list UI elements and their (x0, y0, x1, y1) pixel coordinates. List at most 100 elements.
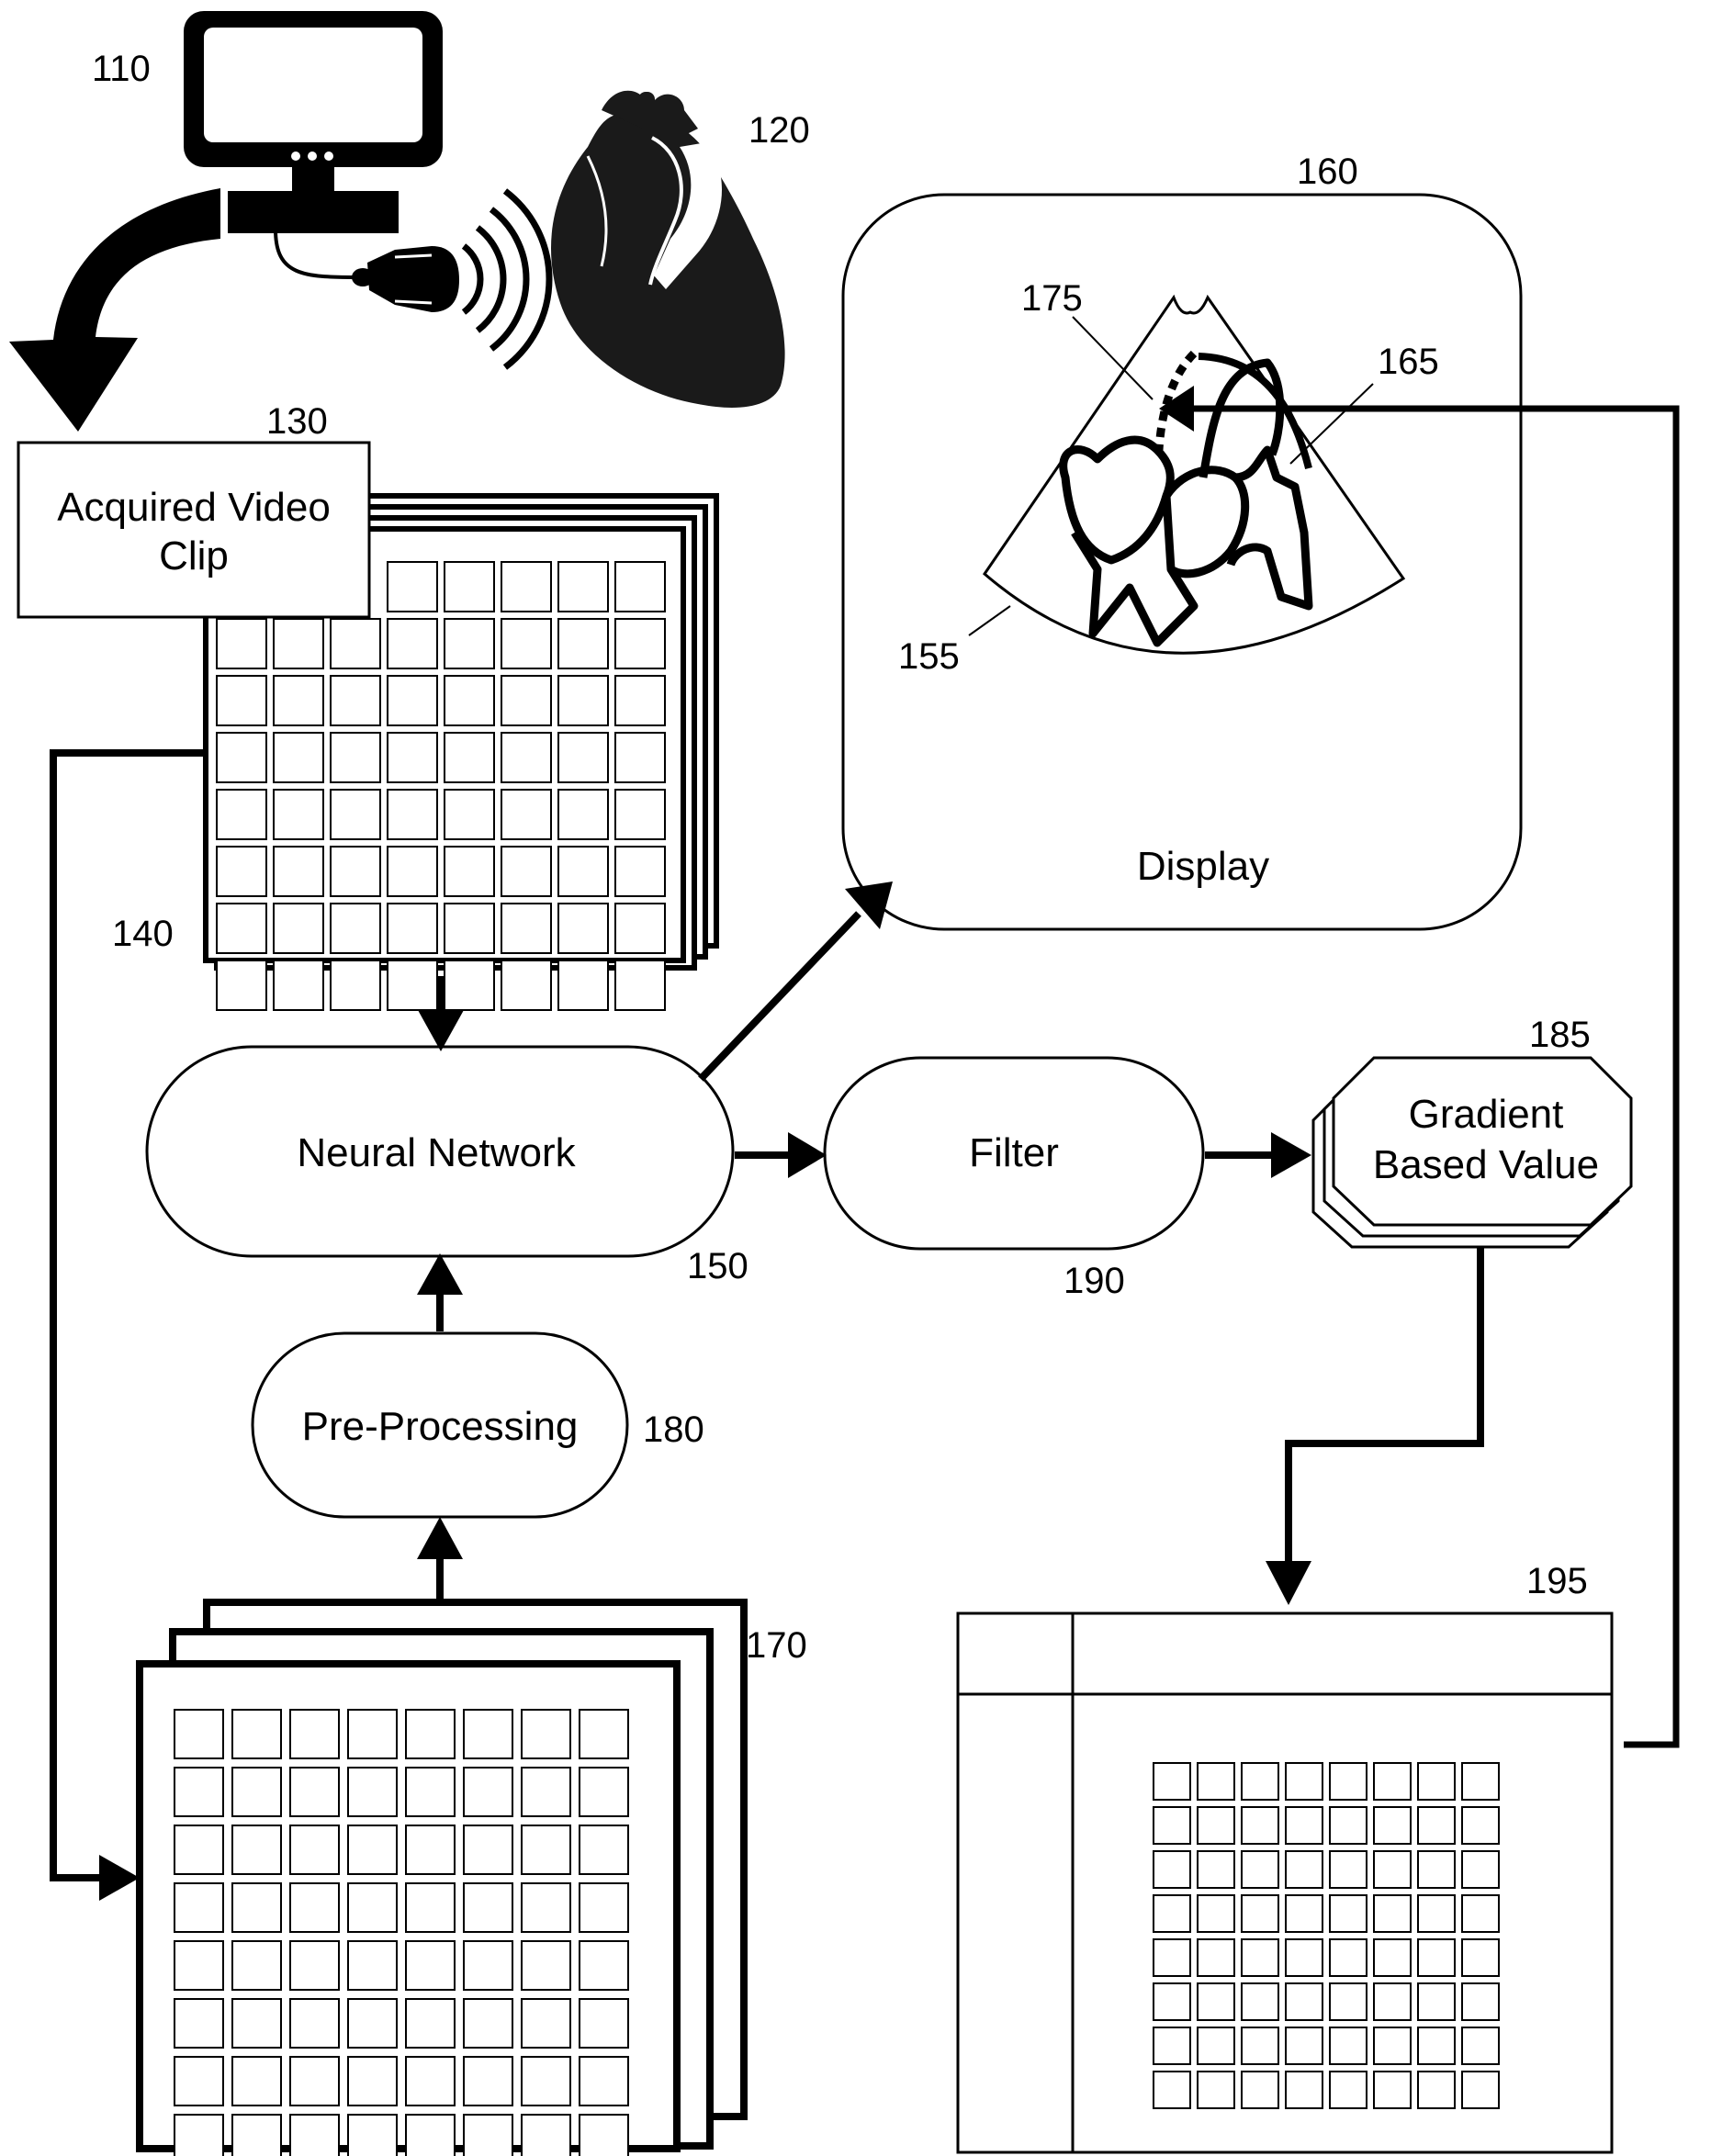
grid-cell (216, 732, 267, 783)
grid-cell (405, 1825, 456, 1875)
grid-cell (1329, 2071, 1367, 2109)
grid-cell (1153, 2027, 1191, 2065)
grid-cell (387, 960, 438, 1011)
grid-cell (521, 2056, 571, 2106)
label-165: 165 (1378, 342, 1439, 382)
grid-cell (444, 846, 495, 897)
grid-cell (347, 1998, 398, 2049)
flow-arrows (50, 749, 1484, 1881)
grid-cell (444, 960, 495, 1011)
grid-cell (387, 561, 438, 612)
grid-cell (501, 561, 552, 612)
grid-cell (463, 1940, 513, 1991)
grid-cell (1461, 1806, 1500, 1845)
grid-cell (289, 1825, 340, 1875)
grid-cell (463, 1998, 513, 2049)
grid-cell (174, 1940, 224, 1991)
grid-cell (579, 1825, 629, 1875)
pre-processing-label: Pre-Processing (302, 1404, 579, 1449)
grid-cell (231, 1940, 282, 1991)
grid-cell (1461, 2027, 1500, 2065)
label-175: 175 (1021, 278, 1083, 319)
grid-cell (1373, 1938, 1412, 1977)
grid-cell (501, 846, 552, 897)
grid-cell (1285, 2071, 1323, 2109)
grid-cell (330, 789, 381, 840)
grid-cell (444, 789, 495, 840)
grid-cell (387, 618, 438, 669)
grid-cell (289, 1998, 340, 2049)
grid-cell (347, 1709, 398, 1759)
grid-cell (216, 846, 267, 897)
grid-cell (330, 618, 381, 669)
grid-cell (1241, 1806, 1279, 1845)
grid-cell (330, 960, 381, 1011)
grid-cell (614, 789, 666, 840)
feedback-arrow-head (1159, 386, 1194, 432)
grid-cell (614, 960, 666, 1011)
grid-cell (1241, 1762, 1279, 1801)
grid-cell (1373, 1894, 1412, 1933)
grid-cell (289, 2114, 340, 2156)
grid-cell (1461, 1938, 1500, 1977)
grid-cell (289, 1940, 340, 1991)
grid-cell (1285, 1982, 1323, 2021)
grid-cell (1373, 1762, 1412, 1801)
grid-cell (387, 732, 438, 783)
grid-cell (174, 1709, 224, 1759)
grid-cell (557, 789, 609, 840)
acquire-curved-arrow (9, 188, 220, 432)
grid-cell (1329, 1938, 1367, 1977)
grid-cell (1241, 2071, 1279, 2109)
grid-cell (521, 1998, 571, 2049)
grid-cell (231, 1998, 282, 2049)
grid-cell (405, 1882, 456, 1933)
grid-cell (1461, 1762, 1500, 1801)
contour-175-dashed (1154, 350, 1198, 451)
grid-cell (463, 1882, 513, 1933)
grid-cell (557, 675, 609, 726)
grid-cell (579, 1998, 629, 2049)
grid-cell (614, 618, 666, 669)
grid-cell (174, 1998, 224, 2049)
grid-cell (289, 1882, 340, 1933)
gradient-label-line2: Based Value (1373, 1142, 1599, 1187)
grid-cell (405, 1940, 456, 1991)
grid-cell (289, 1709, 340, 1759)
grid-cell (1285, 1762, 1323, 1801)
grid-cell (1329, 1850, 1367, 1889)
grid-cell (387, 903, 438, 954)
grid-cell (444, 561, 495, 612)
label-150: 150 (687, 1246, 748, 1286)
grid-cell (273, 618, 324, 669)
grid-cell (614, 561, 666, 612)
grid-cell (330, 732, 381, 783)
grid-cell (1153, 2071, 1191, 2109)
gradient-based-value-stack: Gradient Based Value (1311, 1056, 1633, 1249)
neural-network-label: Neural Network (297, 1130, 576, 1175)
grid-cell (216, 675, 267, 726)
grid-cell (463, 1709, 513, 1759)
grid-cell (1197, 1850, 1235, 1889)
grid-cell (387, 789, 438, 840)
grid-cell (501, 675, 552, 726)
grid-cell (521, 1767, 571, 1817)
grid-cell (273, 960, 324, 1011)
label-195: 195 (1526, 1561, 1588, 1601)
grid-cell (579, 1767, 629, 1817)
grid-cell (231, 1767, 282, 1817)
grid-cell (1285, 1894, 1323, 1933)
grid-cell (405, 2056, 456, 2106)
grid-cell (405, 1998, 456, 2049)
grid-cell (405, 2114, 456, 2156)
grid-cell (1285, 1850, 1323, 1889)
grid-cell (1417, 1762, 1456, 1801)
label-155: 155 (898, 636, 960, 677)
grid-cell (273, 675, 324, 726)
grid-cell (1197, 1894, 1235, 1933)
label-130: 130 (266, 401, 328, 442)
grid-cell (1329, 1806, 1367, 1845)
grid-cell (501, 960, 552, 1011)
grid-cell (1373, 2071, 1412, 2109)
arrow-gradient-to-output (1285, 1247, 1484, 1561)
